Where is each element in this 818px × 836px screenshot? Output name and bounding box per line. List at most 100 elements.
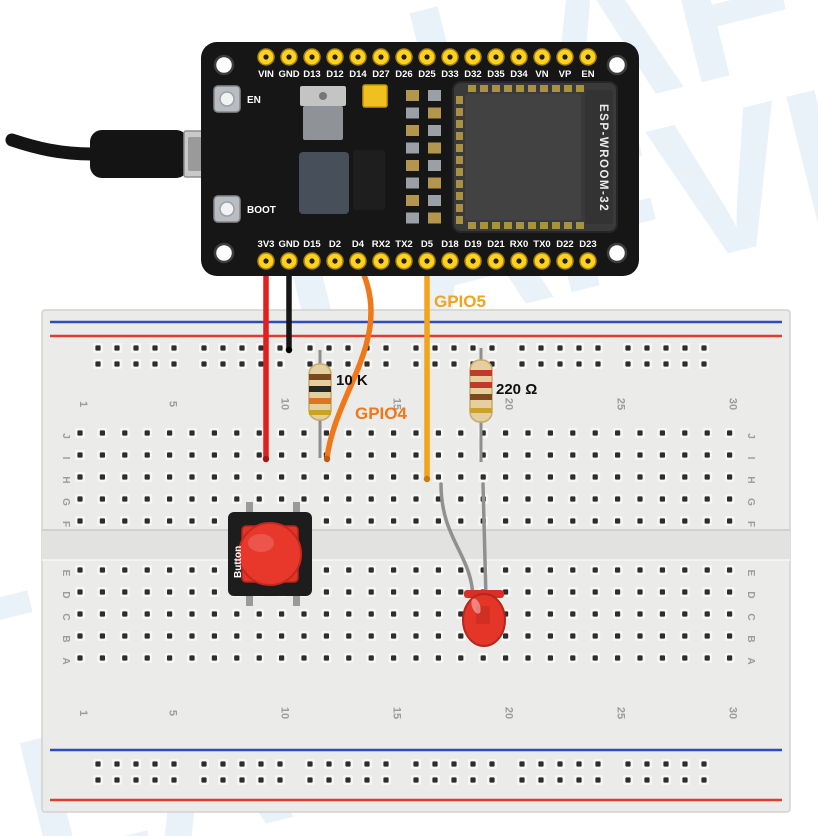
breadboard-hole-center: [167, 633, 173, 639]
breadboard-hole-center: [307, 761, 313, 767]
pin-hole-icon: [516, 54, 522, 60]
breadboard-hole-center: [99, 567, 105, 573]
resistor-band: [470, 394, 492, 400]
breadboard-hole-center: [644, 345, 650, 351]
breadboard-hole-center: [659, 452, 665, 458]
breadboard-hole-center: [519, 777, 525, 783]
led-leg-right: [481, 482, 488, 600]
breadboard-hole-center: [189, 452, 195, 458]
breadboard-hole-center: [704, 655, 710, 661]
breadboard-hole-center: [682, 430, 688, 436]
smd-component: [428, 90, 441, 101]
breadboard-hole-center: [189, 589, 195, 595]
annotations: GPIO5 GPIO4: [355, 292, 486, 423]
breadboard-hole-center: [547, 655, 553, 661]
breadboard-hole-center: [547, 589, 553, 595]
breadboard-hole-center: [413, 430, 419, 436]
breadboard-hole-center: [663, 345, 669, 351]
breadboard-hole-center: [413, 655, 419, 661]
pin-hole-icon: [585, 54, 591, 60]
breadboard-hole-center: [570, 589, 576, 595]
breadboard-hole-center: [95, 361, 101, 367]
breadboard-hole-center: [480, 655, 486, 661]
breadboard-hole-center: [323, 655, 329, 661]
module-pad: [456, 132, 463, 140]
breadboard-hole-center: [659, 430, 665, 436]
breadboard-hole-center: [391, 496, 397, 502]
breadboard-hole-center: [625, 345, 631, 351]
breadboard-hole-center: [519, 761, 525, 767]
row-letter: F: [745, 521, 756, 527]
breadboard-hole-center: [451, 345, 457, 351]
pin-hole-icon: [263, 258, 269, 264]
breadboard-hole-center: [503, 567, 509, 573]
breadboard-hole-center: [171, 361, 177, 367]
breadboard-hole-center: [368, 518, 374, 524]
smd-component: [428, 125, 441, 136]
breadboard-hole-center: [704, 589, 710, 595]
breadboard-hole-center: [256, 633, 262, 639]
usb-cable: [5, 133, 99, 161]
breadboard-hole-center: [211, 589, 217, 595]
module-pad: [528, 85, 536, 92]
smd-component: [406, 212, 419, 224]
breadboard-hole-center: [345, 761, 351, 767]
breadboard-hole-center: [77, 589, 83, 595]
esp32-pin-label: D12: [326, 69, 343, 80]
breadboard-hole-center: [368, 589, 374, 595]
breadboard-hole-center: [256, 655, 262, 661]
breadboard-hole-center: [682, 452, 688, 458]
breadboard-hole-center: [99, 496, 105, 502]
breadboard-hole-center: [570, 611, 576, 617]
esp32-pin-label: VIN: [258, 69, 274, 80]
button-cap-circle: [238, 522, 302, 586]
breadboard-hole-center: [95, 761, 101, 767]
pin-hole-icon: [332, 54, 338, 60]
smd-components: [406, 90, 441, 224]
breadboard-hole-center: [659, 655, 665, 661]
breadboard-hole-center: [704, 567, 710, 573]
breadboard-hole-center: [122, 518, 128, 524]
row-letter: D: [745, 591, 756, 598]
breadboard-hole-center: [364, 761, 370, 767]
column-number: 20: [503, 398, 515, 410]
pin-hole-icon: [424, 258, 430, 264]
breadboard-hole-center: [346, 611, 352, 617]
breadboard-hole-center: [682, 611, 688, 617]
breadboard-hole-center: [99, 633, 105, 639]
breadboard-hole-center: [704, 430, 710, 436]
breadboard-hole-center: [592, 496, 598, 502]
esp32-pin-label: D5: [421, 239, 434, 250]
pin-hole-icon: [539, 54, 545, 60]
esp32-pin-label: D2: [329, 239, 341, 250]
breadboard-hole-center: [625, 361, 631, 367]
module-pad: [456, 168, 463, 176]
breadboard-hole-center: [323, 496, 329, 502]
breadboard-hole-center: [391, 567, 397, 573]
breadboard-hole-center: [432, 777, 438, 783]
breadboard-hole-center: [592, 633, 598, 639]
resistor-band: [470, 370, 492, 376]
breadboard-hole-center: [451, 761, 457, 767]
breadboard-hole-center: [625, 761, 631, 767]
breadboard-hole-center: [704, 611, 710, 617]
ic-chip: [353, 150, 385, 210]
breadboard-hole-center: [538, 345, 544, 351]
esp32-pin-label: D15: [303, 239, 321, 250]
module-pad: [552, 222, 560, 229]
breadboard-hole-center: [576, 361, 582, 367]
breadboard-hole-center: [144, 611, 150, 617]
breadboard-hole-center: [346, 518, 352, 524]
column-number: 5: [167, 401, 179, 407]
boot-button-cap: [219, 201, 235, 217]
breadboard-hole-center: [458, 633, 464, 639]
breadboard-hole-center: [326, 761, 332, 767]
breadboard-hole-center: [144, 496, 150, 502]
breadboard-hole-center: [682, 518, 688, 524]
breadboard-hole-center: [659, 518, 665, 524]
breadboard-hole-center: [256, 430, 262, 436]
module-pad: [456, 216, 463, 224]
usb-plug-overmold: [90, 130, 188, 178]
